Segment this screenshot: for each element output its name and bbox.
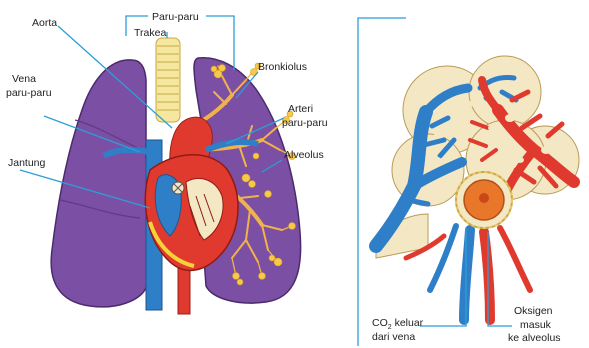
label-paru-paru: Paru-paru [152,11,199,23]
label-vena-line1: Vena [12,73,36,85]
trachea [156,38,180,122]
lungs-illustration [51,38,300,314]
label-aorta: Aorta [32,17,57,29]
label-oksigen-line1: Oksigen [514,305,553,317]
label-arteri-line2: paru-paru [282,117,328,129]
label-jantung: Jantung [8,157,46,169]
co2-formula: CO [372,317,388,329]
label-oksigen-line2: masuk [520,319,552,331]
label-co2-line2: dari vena [372,331,415,343]
co2-rest: keluar [392,317,424,329]
label-arteri-line1: Arteri [288,103,313,115]
label-co2-line1: CO2 keluar [372,317,424,331]
label-trakea: Trakea [134,27,166,39]
label-bronkiolus: Bronkiolus [258,61,307,73]
label-alveolus: Alveolus [284,149,324,161]
alveoli-illustration [376,56,579,320]
label-vena-line2: paru-paru [6,87,52,99]
highlighted-alveolus [456,172,512,228]
label-oksigen-line3: ke alveolus [508,332,561,344]
